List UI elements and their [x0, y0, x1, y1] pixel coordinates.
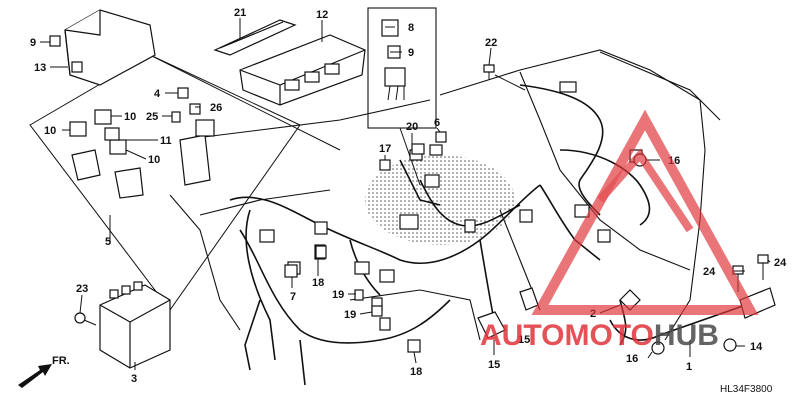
- callout-10: 10: [124, 111, 136, 123]
- watermark: AUTOMOTOHUB: [480, 109, 759, 352]
- cable-parts: [609, 153, 776, 355]
- diagram-code: HL34F3800: [720, 384, 773, 395]
- callout-9: 9: [30, 37, 36, 49]
- callout-19: 19: [344, 309, 356, 321]
- bolt-22: [483, 64, 526, 91]
- callout-4: 4: [154, 88, 161, 100]
- callout-14: 14: [750, 341, 763, 353]
- callout-11: 11: [160, 135, 172, 147]
- callout-23: 23: [76, 283, 88, 295]
- fuse-box-cover: [64, 9, 156, 86]
- bolt-23: [74, 312, 97, 326]
- callout-24: 24: [774, 257, 787, 269]
- relays: [69, 87, 215, 199]
- callout-6: 6: [434, 117, 440, 129]
- callout-19: 19: [332, 289, 344, 301]
- leader-lines: [40, 18, 771, 370]
- frame-outline: [169, 49, 721, 341]
- front-direction-arrow: FR.: [18, 355, 70, 388]
- callout-1: 1: [686, 361, 692, 373]
- relay-detail-box: [367, 7, 437, 186]
- harness-connectors: [259, 81, 643, 331]
- callout-16: 16: [626, 353, 638, 365]
- callout-10: 10: [44, 125, 56, 137]
- main-wire-harness: [229, 84, 651, 386]
- callout-13: 13: [34, 62, 46, 74]
- callout-9: 9: [408, 47, 414, 59]
- callout-labels: 9 13 21 12 8 9 22 4 26 25 10 10 11 10 20…: [30, 7, 787, 385]
- control-module: [99, 281, 171, 369]
- callout-15: 15: [518, 334, 530, 346]
- callout-3: 3: [131, 373, 137, 385]
- callout-10: 10: [148, 154, 160, 166]
- small-clips: [284, 131, 447, 353]
- callout-5: 5: [105, 236, 111, 248]
- callout-21: 21: [234, 7, 246, 19]
- ecm-unit: [239, 34, 366, 106]
- fuse-part-9: [49, 35, 61, 47]
- callout-22: 22: [485, 37, 497, 49]
- watermark-text: AUTOMOTOHUB: [480, 319, 719, 352]
- rubber-strip: [213, 19, 297, 56]
- direction-label: FR.: [52, 355, 70, 367]
- callout-26: 26: [210, 102, 222, 114]
- callout-18: 18: [312, 277, 324, 289]
- callout-20: 20: [406, 121, 418, 133]
- callout-12: 12: [316, 9, 328, 21]
- callout-25: 25: [146, 111, 158, 123]
- callout-8: 8: [408, 22, 414, 34]
- callout-24: 24: [703, 266, 716, 278]
- callout-17: 17: [379, 143, 391, 155]
- callout-18: 18: [410, 366, 422, 378]
- callout-15: 15: [488, 359, 500, 371]
- callout-7: 7: [290, 291, 296, 303]
